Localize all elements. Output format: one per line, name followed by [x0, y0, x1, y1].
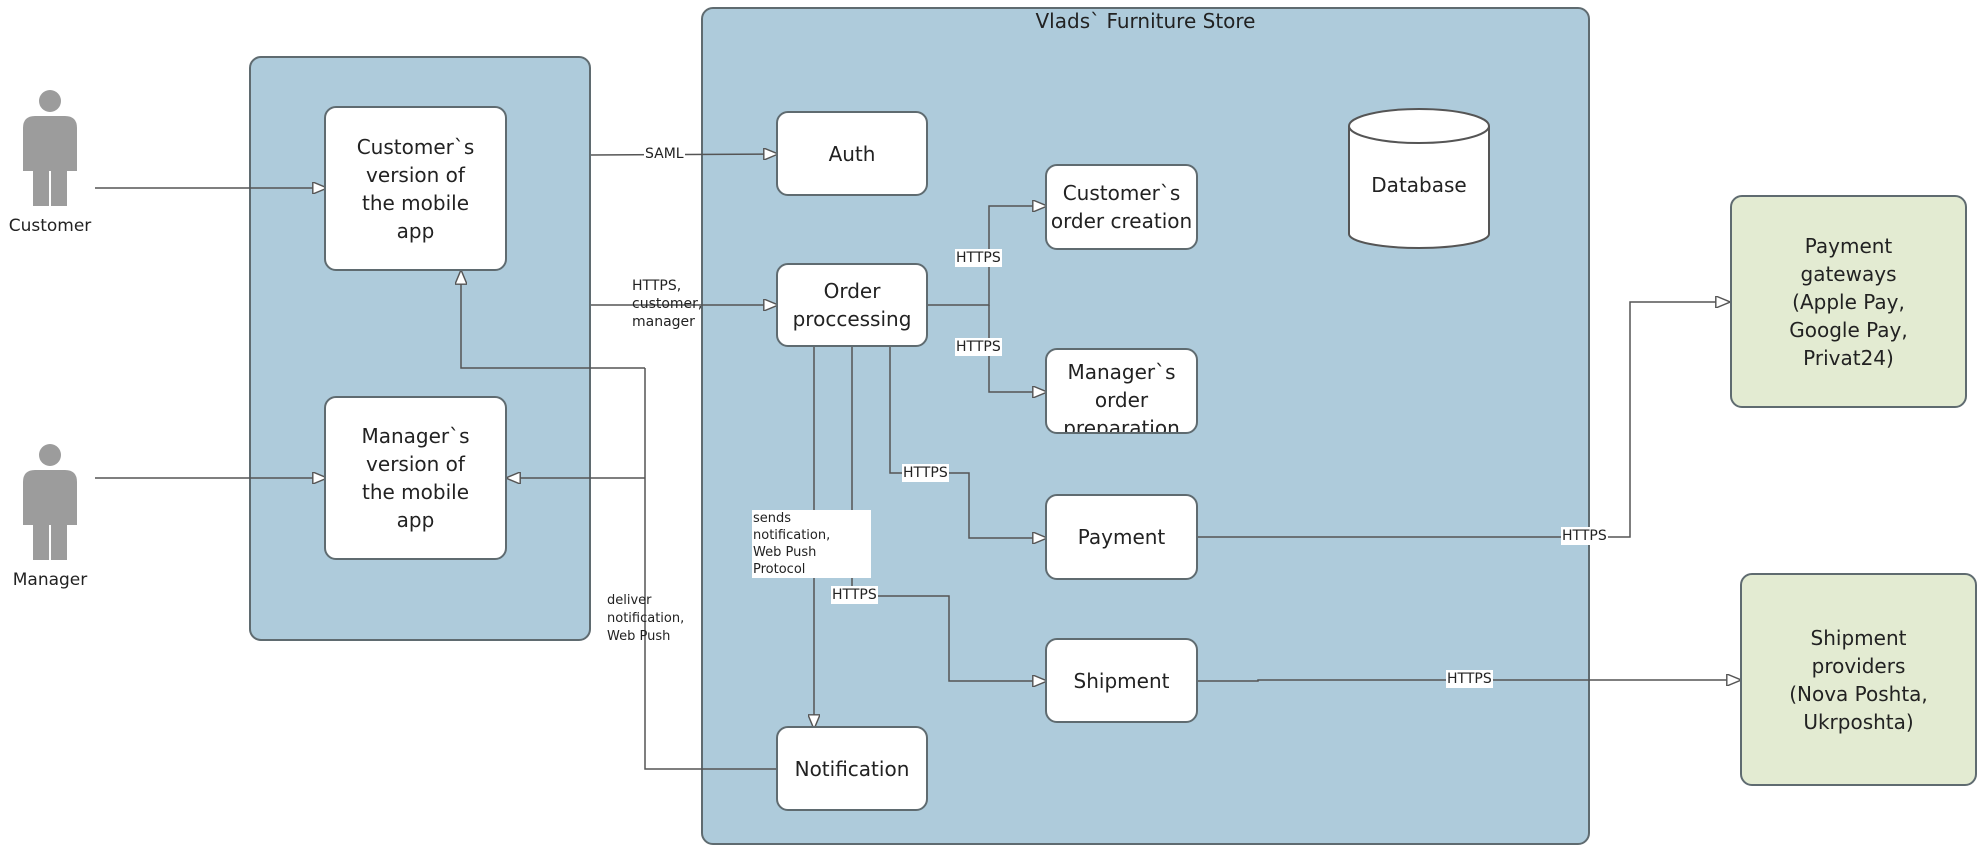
- auth-service: Auth: [776, 111, 928, 196]
- order-to-preparation-arrow: [988, 305, 1046, 392]
- notification-to-apps-line: [644, 368, 777, 770]
- https-creation-edge-label: HTTPS: [955, 249, 1002, 267]
- customer-actor-label: Customer: [8, 216, 92, 236]
- https-customer-manager-edge-label: HTTPS, customer, manager: [632, 278, 703, 330]
- store-title: Vlads` Furniture Store: [1035, 9, 1256, 33]
- shipment-to-providers-arrow: [1197, 680, 1740, 681]
- customer-mobile-app: Customer`s version of the mobile app: [324, 106, 507, 271]
- sends-notification-edge-label: sends notification, Web Push Protocol: [752, 510, 871, 578]
- manager-mobile-app: Manager`s version of the mobile app: [324, 396, 507, 560]
- database-cylinder: [1348, 108, 1490, 249]
- database-label: Database: [1371, 173, 1467, 197]
- https-gateways-edge-label: HTTPS: [1561, 527, 1608, 545]
- shipment-service: Shipment: [1045, 638, 1198, 723]
- payment-service: Payment: [1045, 494, 1198, 580]
- customer-actor-icon: [23, 90, 77, 206]
- manager-actor-label: Manager: [12, 570, 88, 590]
- notification-service: Notification: [776, 726, 928, 811]
- payment-gateways: Payment gateways (Apple Pay, Google Pay,…: [1730, 195, 1967, 408]
- https-providers-edge-label: HTTPS: [1446, 670, 1493, 688]
- manager-order-preparation-service: Manager`s order preparation: [1045, 348, 1198, 434]
- https-preparation-edge-label: HTTPS: [955, 338, 1002, 356]
- shipment-providers: Shipment providers (Nova Poshta, Ukrposh…: [1740, 573, 1977, 786]
- order-to-payment-arrow: [889, 346, 1046, 538]
- customer-order-creation-service: Customer`s order creation: [1045, 164, 1198, 250]
- manager-actor-icon: [23, 444, 77, 560]
- https-payment-edge-label: HTTPS: [902, 464, 949, 482]
- notification-to-customer-app-arrow: [461, 271, 645, 369]
- https-shipment-edge-label: HTTPS: [831, 586, 878, 604]
- order-processing-service: Order proccessing: [776, 263, 928, 347]
- saml-edge-label: SAML: [644, 145, 685, 163]
- deliver-notification-edge-label: deliver notification, Web Push: [607, 593, 685, 644]
- order-to-shipment-arrow: [851, 346, 1046, 681]
- payment-to-gateways-arrow: [1197, 302, 1729, 538]
